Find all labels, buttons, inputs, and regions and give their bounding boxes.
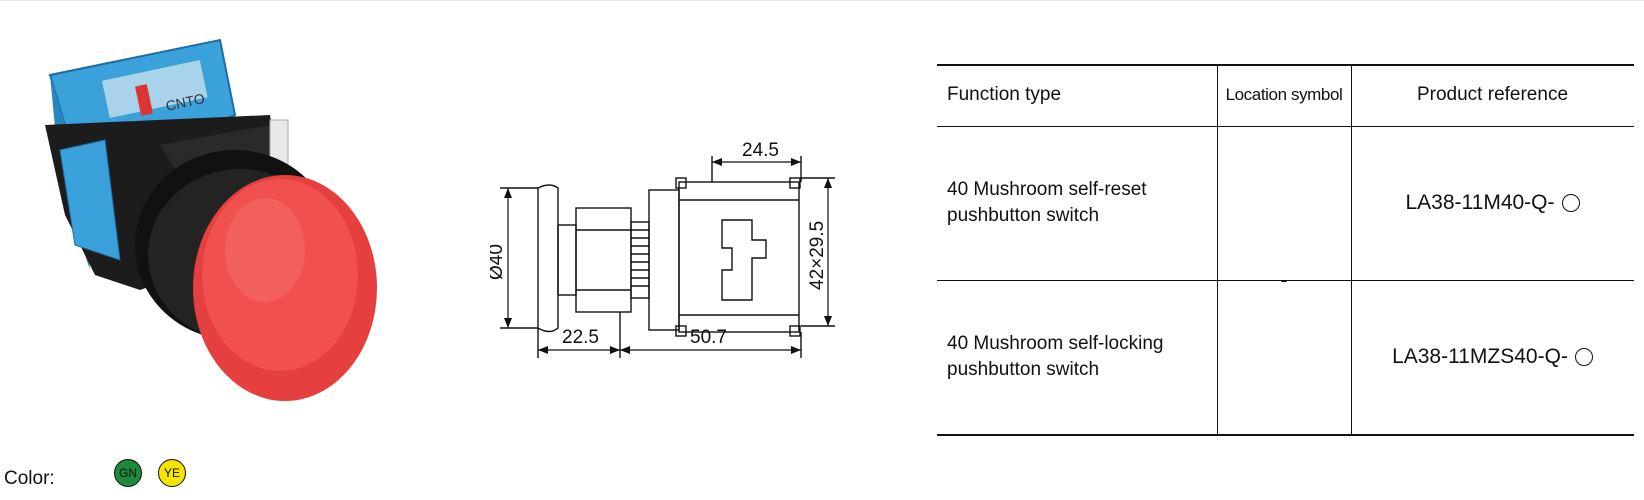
color-swatch-green: GN (114, 459, 142, 487)
dim-diameter: Ø40 (490, 244, 507, 280)
column-rule (1351, 64, 1352, 436)
header-product-reference: Product reference (1416, 84, 1569, 105)
product-photo: CNTO (45, 38, 377, 401)
dim-front: 22.5 (562, 327, 599, 348)
function-line: 40 Mushroom self-reset (947, 179, 1147, 200)
header-rule (937, 126, 1634, 127)
dimension-drawing: Ø40 22.5 50.7 24.5 42×29.5 (490, 140, 835, 358)
product-reference: LA38-11MZS40-Q- (1392, 345, 1568, 368)
header-location-symbol: Location symbol (1225, 85, 1343, 104)
table-row-reference: LA38-11MZS40-Q- (1351, 280, 1634, 434)
color-label: Color: (4, 468, 55, 489)
table-bottom-rule (937, 434, 1634, 436)
color-swatch-yellow: YE (158, 459, 186, 487)
swatch-code: YE (163, 466, 180, 480)
swatch-code: GN (119, 466, 137, 480)
column-rule (1217, 64, 1218, 436)
variant-circle-icon (1561, 194, 1580, 212)
function-line: 40 Mushroom self-locking (947, 333, 1164, 354)
function-line: pushbutton switch (947, 359, 1100, 380)
row-rule (937, 280, 1634, 281)
function-line: pushbutton switch (947, 205, 1100, 226)
top-divider (0, 0, 1644, 1)
table-row-function: 40 Mushroom self-locking pushbutton swit… (947, 280, 1163, 434)
product-reference: LA38-11M40-Q- (1405, 191, 1555, 214)
header-function-type: Function type (947, 84, 1062, 105)
location-symbol-value: - (1280, 267, 1288, 292)
table-row-function: 40 Mushroom self-reset pushbutton switch (947, 126, 1147, 280)
dim-block-width: 24.5 (742, 140, 779, 161)
dim-body: 50.7 (690, 327, 727, 348)
dim-block-size: 42×29.5 (807, 221, 828, 290)
table-top-rule (937, 64, 1634, 66)
spec-table: Function type Location symbol Product re… (937, 64, 1634, 436)
table-row-reference: LA38-11M40-Q- (1351, 126, 1634, 280)
variant-circle-icon (1574, 348, 1593, 366)
